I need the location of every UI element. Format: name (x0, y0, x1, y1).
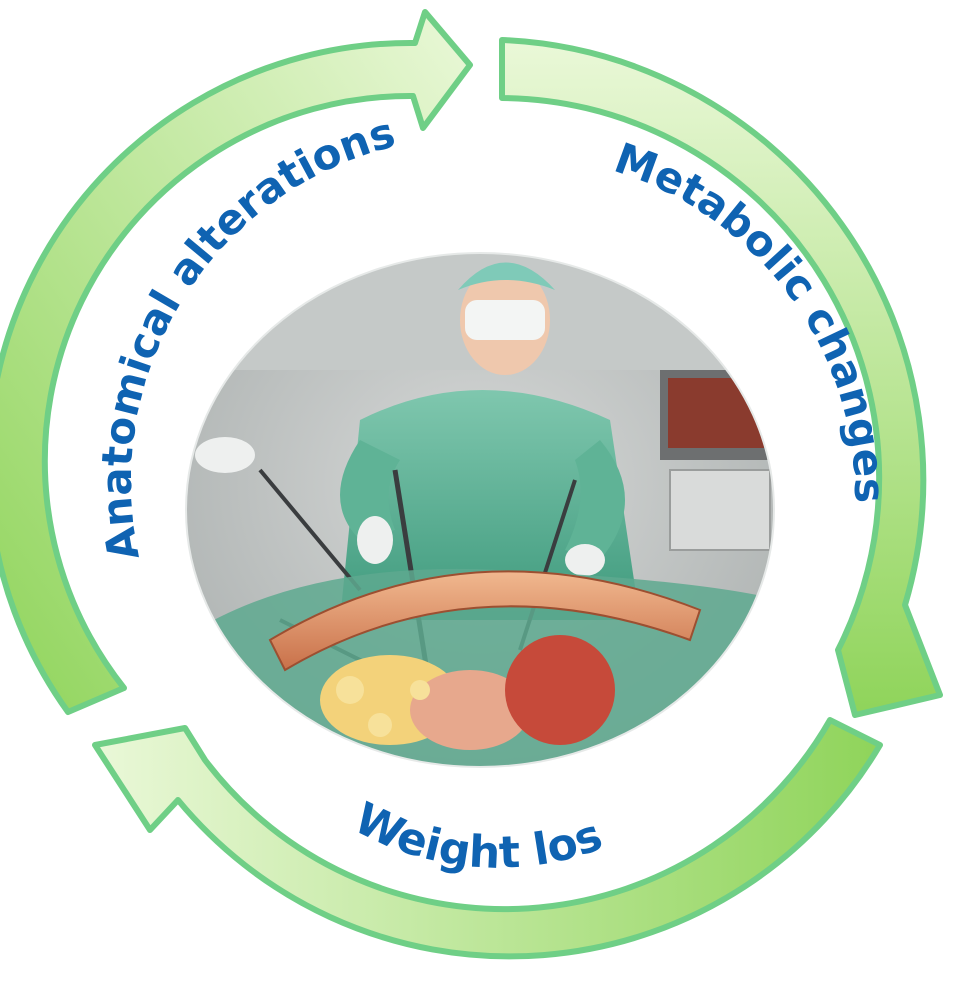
laparoscopic-surgery-illustration-icon (180, 250, 780, 770)
